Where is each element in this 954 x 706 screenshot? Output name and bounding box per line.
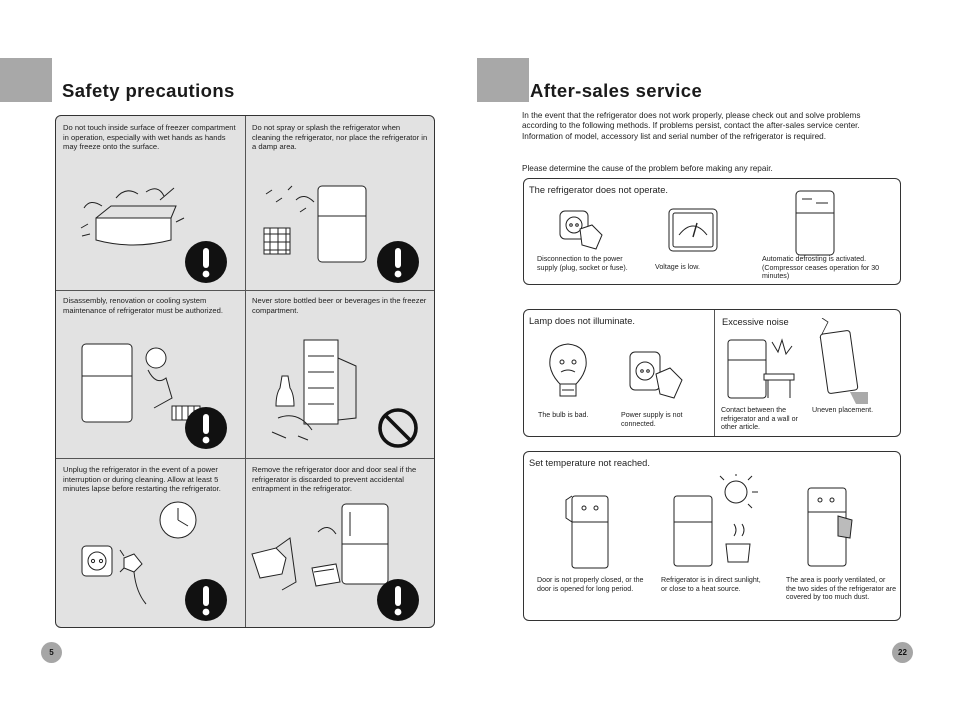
- safety-text: Do not touch inside surface of freezer c…: [63, 123, 236, 152]
- left-tab-block: [0, 58, 52, 102]
- box-divider: [714, 310, 715, 436]
- socket-unplugged-illustration: [629, 351, 683, 399]
- refrigerator-icon: [795, 190, 835, 256]
- voltmeter-icon: [668, 208, 718, 252]
- lamp-noise-box: Lamp does not illuminate. Excessive nois…: [523, 309, 901, 437]
- box-title: Set temperature not reached.: [529, 458, 650, 468]
- socket-hand-illustration: [559, 210, 603, 250]
- cause-text: Disconnection to the power supply (plug,…: [537, 255, 628, 272]
- cause-text: Contact between the refrigerator and a w…: [721, 406, 798, 432]
- bottles-freezer-illustration: [271, 339, 357, 441]
- right-page-title: After-sales service: [530, 80, 703, 101]
- safety-text: Unplug the refrigerator in the event of …: [63, 465, 221, 494]
- intro-instruction: Please determine the cause of the proble…: [522, 164, 773, 173]
- prohibited-icon: [378, 408, 418, 448]
- repair-illustration: [81, 343, 201, 423]
- bulb-icon: [549, 343, 587, 397]
- grid-divider: [56, 458, 434, 459]
- cause-text: The bulb is bad.: [538, 411, 589, 419]
- cause-text: Uneven placement.: [812, 406, 874, 414]
- cause-text: Automatic defrosting is activated. (Comp…: [762, 255, 880, 281]
- safety-text: Disassembly, renovation or cooling syste…: [63, 296, 223, 315]
- cause-text: Door is not properly closed, or the door…: [537, 576, 644, 593]
- unplug-clock-illustration: [81, 501, 197, 605]
- safety-text: Never store bottled beer or beverages in…: [252, 296, 427, 315]
- poor-ventilation-illustration: [807, 487, 853, 567]
- box-title: Lamp does not illuminate.: [529, 316, 635, 326]
- box-title: Excessive noise: [722, 317, 789, 327]
- freezer-hands-illustration: [80, 187, 185, 246]
- intro-paragraph: In the event that the refrigerator does …: [522, 111, 861, 141]
- exclamation-icon: [377, 579, 419, 621]
- sunlight-heat-illustration: [673, 474, 758, 567]
- page-number-right: 22: [892, 642, 913, 663]
- grid-divider: [56, 290, 434, 291]
- cause-text: The area is poorly ventilated, or the tw…: [786, 576, 897, 602]
- right-tab-block: [477, 58, 529, 102]
- grid-divider: [245, 116, 246, 627]
- door-open-illustration: [565, 495, 609, 569]
- cause-text: Voltage is low.: [655, 263, 700, 271]
- remove-door-illustration: [251, 503, 389, 591]
- exclamation-icon: [185, 407, 227, 449]
- safety-grid: Do not touch inside surface of freezer c…: [55, 115, 435, 628]
- cause-text: Refrigerator is in direct sunlight, or c…: [661, 576, 761, 593]
- wall-contact-illustration: [727, 338, 795, 399]
- page-number-left: 5: [41, 642, 62, 663]
- safety-text: Do not spray or splash the refrigerator …: [252, 123, 428, 152]
- uneven-placement-illustration: [819, 318, 868, 404]
- cause-text: Power supply is not connected.: [621, 411, 683, 428]
- exclamation-icon: [377, 241, 419, 283]
- spray-refrigerator-illustration: [263, 185, 367, 263]
- exclamation-icon: [185, 241, 227, 283]
- box-title: The refrigerator does not operate.: [529, 185, 669, 195]
- safety-text: Remove the refrigerator door and door se…: [252, 465, 417, 494]
- not-operate-box: The refrigerator does not operate. Disco…: [523, 178, 901, 285]
- left-page-title: Safety precautions: [62, 80, 235, 101]
- temperature-box: Set temperature not reached. Door is not…: [523, 451, 901, 621]
- exclamation-icon: [185, 579, 227, 621]
